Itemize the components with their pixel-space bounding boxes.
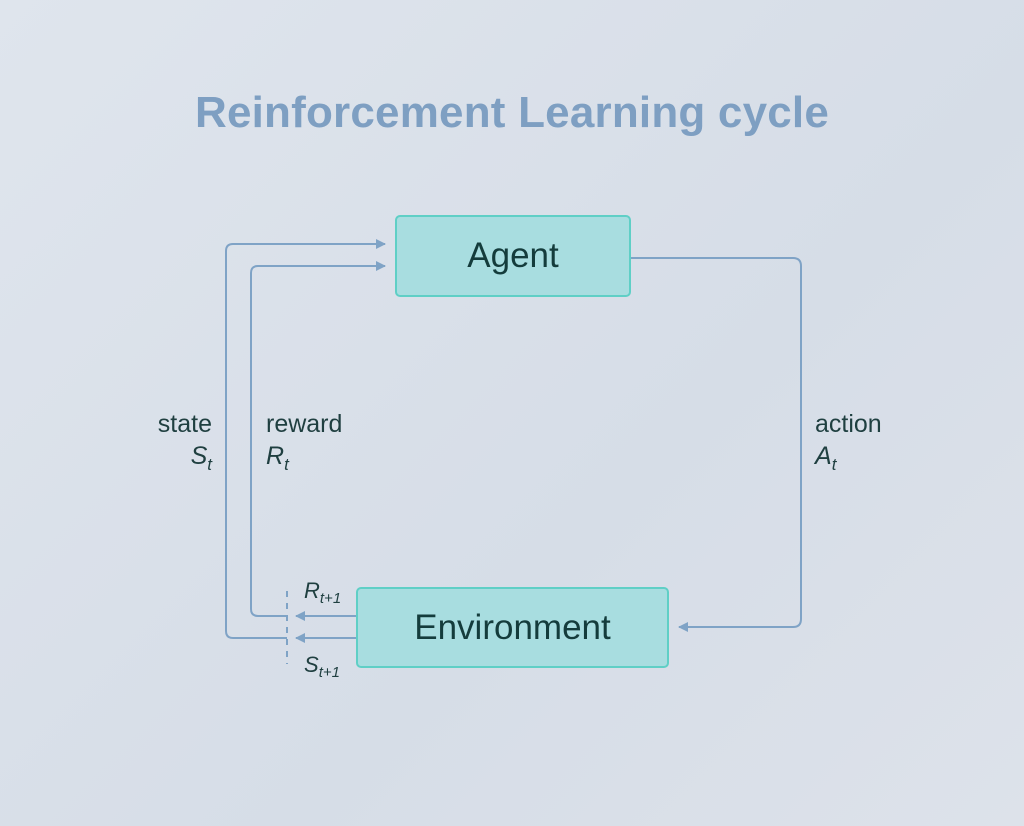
environment-label: Environment: [414, 607, 611, 647]
action-label: action: [815, 410, 882, 438]
state-symbol: St: [190, 442, 212, 474]
action-arrow: [631, 257, 802, 632]
reward-label: reward: [266, 410, 343, 438]
reward-symbol: Rt: [266, 442, 289, 474]
agent-node: Agent: [395, 215, 631, 297]
action-symbol: At: [815, 442, 837, 474]
reward-next-symbol: Rt+1: [304, 578, 342, 607]
state-next-symbol: St+1: [304, 652, 340, 681]
reward-arrow: [250, 261, 386, 617]
state-arrow: [225, 239, 386, 639]
agent-label: Agent: [467, 236, 559, 275]
diagram-title: Reinforcement Learning cycle: [194, 88, 830, 137]
environment-node: Environment: [356, 587, 669, 668]
state-label: state: [157, 410, 212, 438]
